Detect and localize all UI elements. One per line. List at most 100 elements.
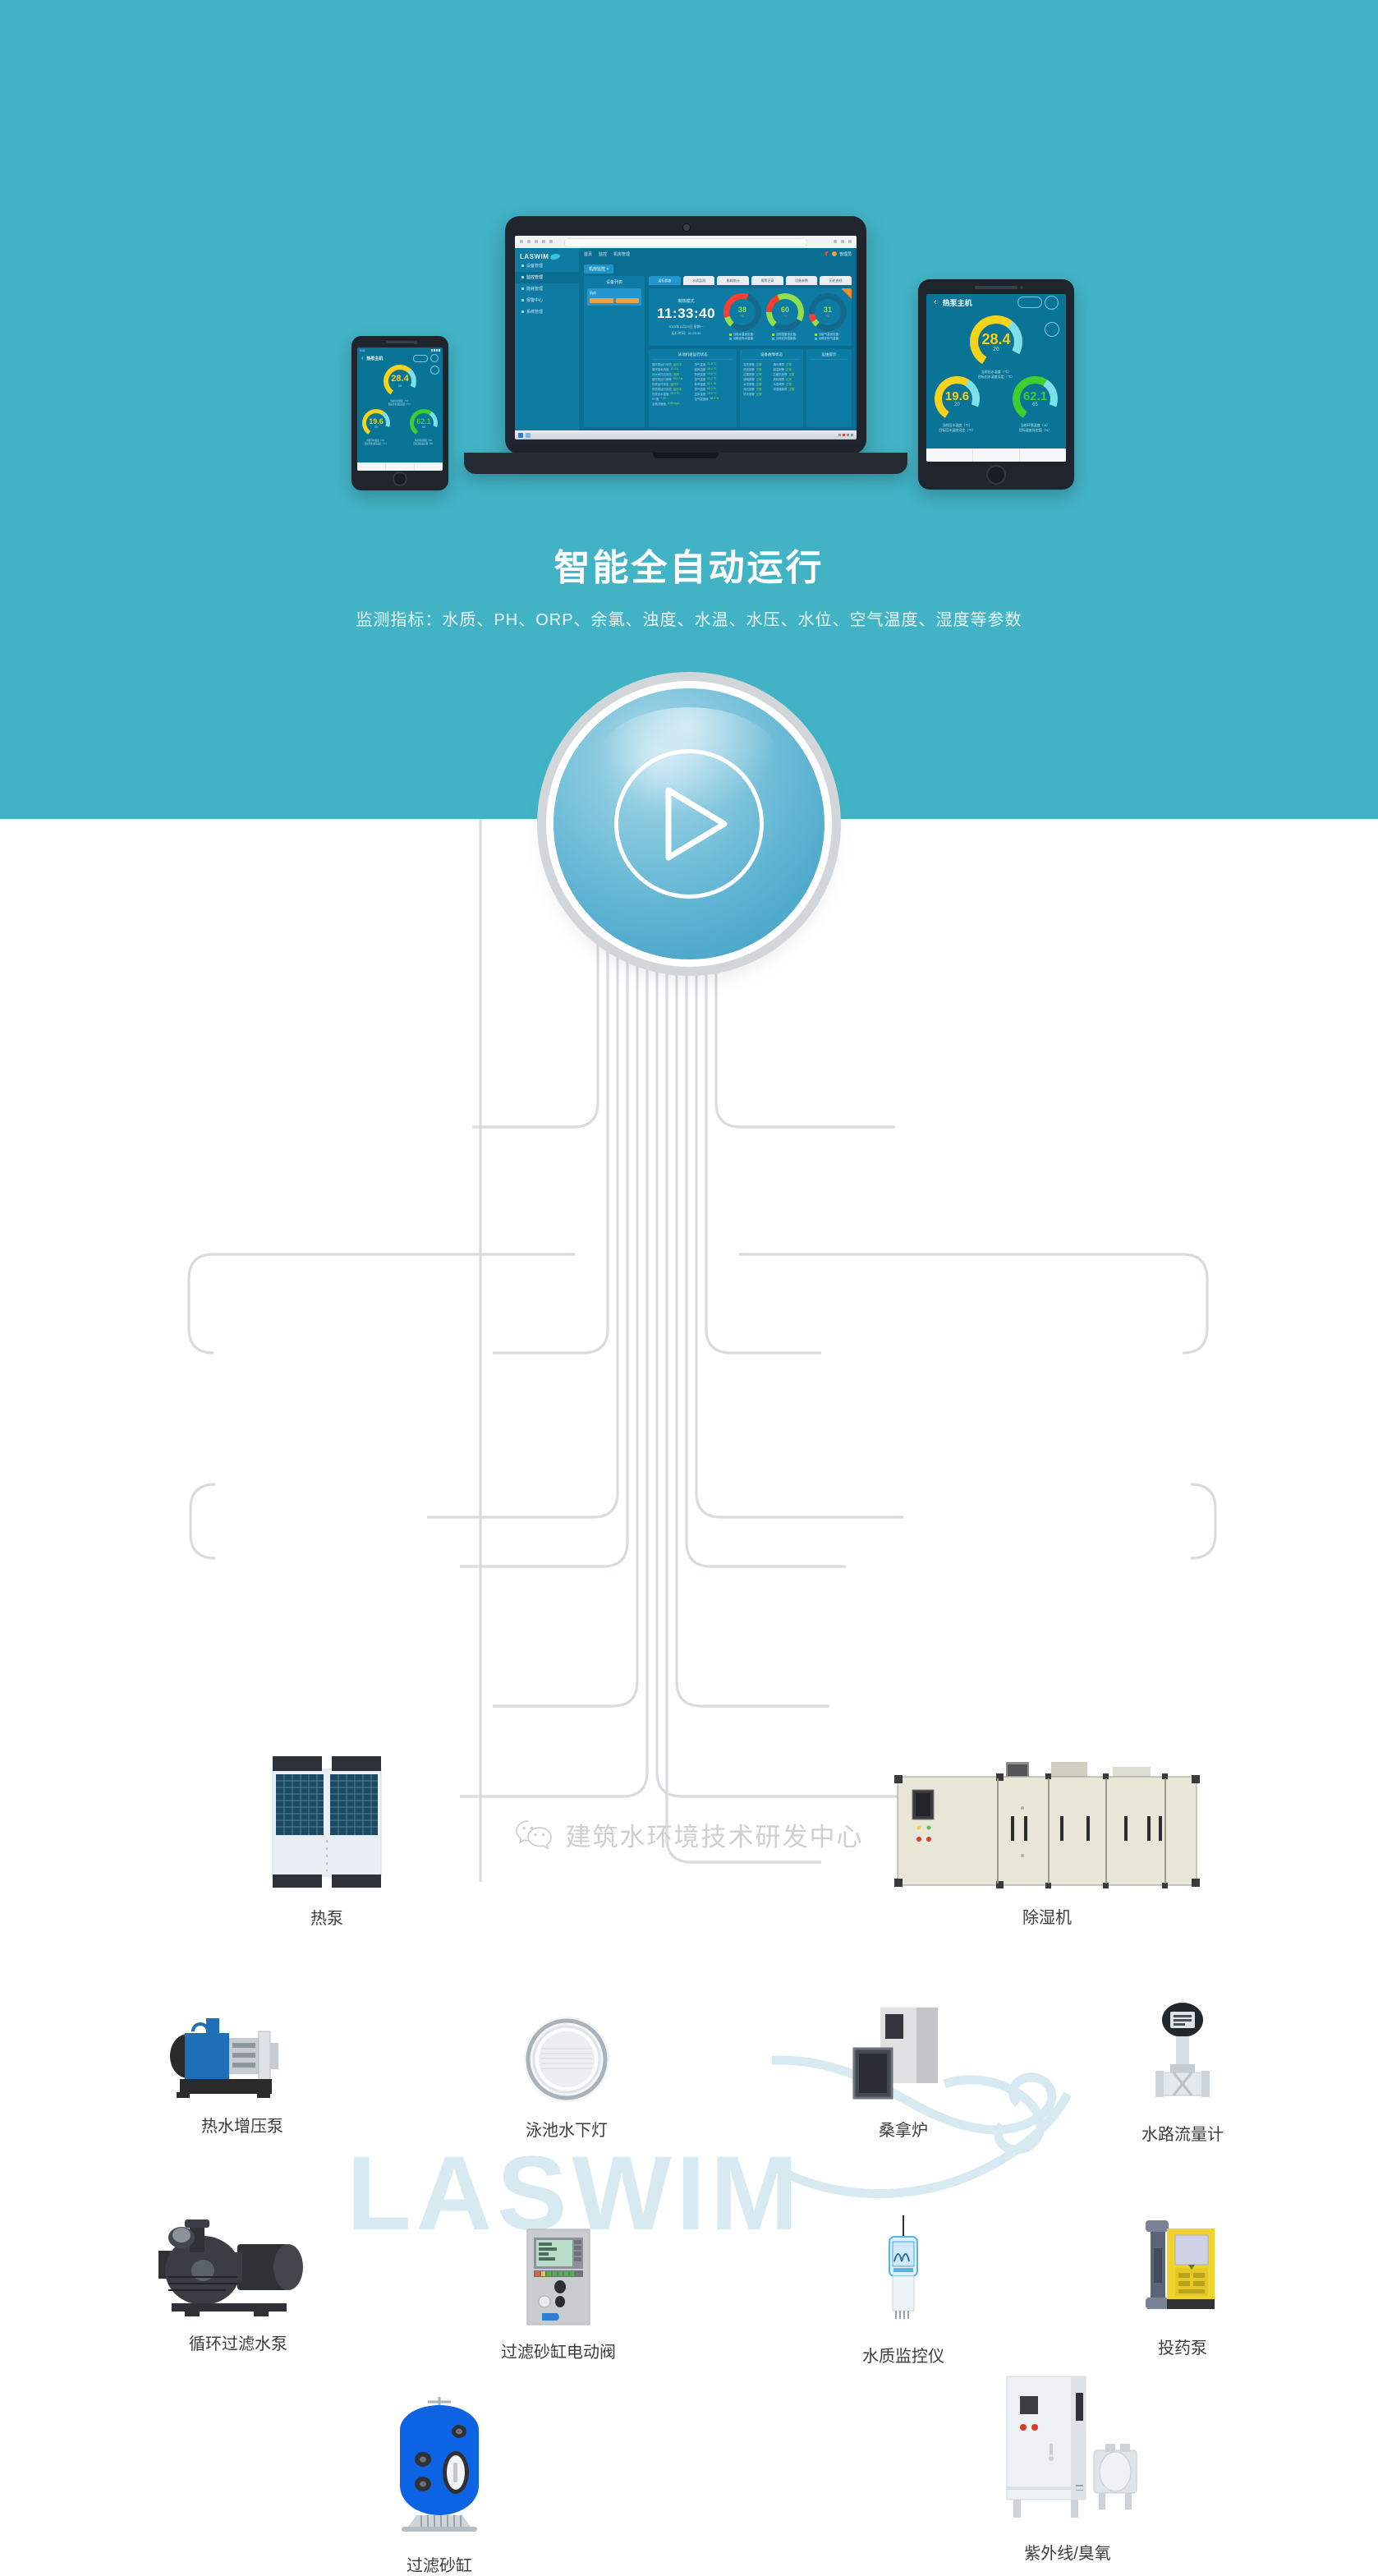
tab-profile[interactable] [1020,448,1066,462]
gauge-value: 38 [737,306,746,314]
webcam-icon [682,223,691,232]
node-booster-pump[interactable]: 热水增压泵 [140,2010,345,2137]
gauge-target: 65 [1032,402,1038,407]
node-label: 循环过滤水泵 [189,2335,287,2353]
page-subtitle: 监测指标：水质、PH、ORP、余氯、浊度、水温、水压、水位、空气温度、湿度等参数 [356,611,1022,629]
equipment-diagram: LASWIM [0,819,1378,2575]
node-sauna-heater[interactable]: 桑拿炉 [821,2006,985,2141]
gauge-legend: 当前湿度设定值： 当前实际湿度值： [766,333,804,341]
gauge-legend: 当前环境湿度（%） 目标湿度设定值（%） [1018,423,1052,432]
tab-home[interactable] [357,462,386,471]
sidebar-item-1[interactable]: 监控管理 [515,272,579,283]
phone-tab-bar[interactable] [357,462,443,471]
gear-icon[interactable] [1045,295,1059,310]
status-time: 9:41 [360,348,365,352]
browser-nav-icons[interactable] [520,240,553,243]
toggle-pill-icon[interactable] [413,354,428,362]
start-icon[interactable] [518,432,523,438]
clock-block: 制热模式 11:33:40 2019年11月25日 星期一 运行时间：01:23… [654,298,719,336]
table-row: 超温报警正常 [773,368,792,371]
laptop-lid: LASWIM 设备管理 监控管理 能耗管理 报警中心 系统管理 首页 监控 机房 [505,216,866,454]
toggle-pill-icon[interactable] [1017,297,1042,308]
tab-profile[interactable] [415,462,443,471]
tab-3[interactable]: 报警记录 [751,276,783,285]
device-card[interactable]: 机房 [587,288,641,306]
phone-nav-bar: ‹ 热泵主机 [926,294,1066,310]
account-menu[interactable]: 管理员 [825,251,852,257]
node-heat-pump[interactable]: 热泵 [220,1753,434,1929]
search-icon[interactable] [1045,322,1059,337]
node-dosing-pump[interactable]: 投药泵 [1100,2215,1265,2358]
wechat-icon [515,1819,552,1850]
tab-device[interactable] [973,448,1020,462]
footer: 建筑水环境技术研发中心 [0,1787,1378,1882]
node-uv-ozone[interactable]: 紫外线/臭氧 [973,2371,1162,2564]
browser-url-bar[interactable] [564,238,807,247]
node-sand-filter-valve[interactable]: 过滤砂缸电动阀 [460,2228,657,2362]
gauge-target: 20 [954,402,960,407]
sidebar-item-4[interactable]: 系统管理 [515,306,579,318]
tab-home[interactable] [926,448,973,462]
back-icon[interactable]: ‹ [934,297,937,307]
table-row: 传感器故障正常 [773,388,795,391]
swoosh-icon [550,254,561,260]
sidebar-item-0[interactable]: 设备管理 [515,260,579,272]
tab-device[interactable] [386,462,415,471]
node-water-monitor[interactable]: 水质监控仪 [821,2215,985,2367]
gauge-unit: ℃ [740,314,745,318]
phone-gauge-1: 19.6 20 当前回水温度（℃） 目标回水温度设定（℃） [362,409,390,445]
table-title: 设备故障状态 [743,352,800,360]
stop-button[interactable] [615,298,639,303]
sand-filter-valve-icon [460,2228,657,2330]
clock-time: 11:33:40 [656,306,716,321]
play-video-button[interactable] [553,688,825,959]
node-label: 过滤砂缸 [407,2557,472,2575]
node-pool-light[interactable]: 泳池水下灯 [476,2014,657,2141]
tab-2[interactable]: 能耗统计 [717,276,750,285]
gauge-unit: % [783,314,787,318]
sidebar-item-3[interactable]: 报警中心 [515,295,579,306]
gear-icon[interactable] [430,354,439,362]
home-button[interactable] [393,472,407,486]
browser-icon[interactable] [526,432,531,438]
system-tray[interactable] [838,434,853,436]
node-filter-pump[interactable]: 循环过滤水泵 [131,2220,345,2354]
laptop-mockup: LASWIM 设备管理 监控管理 能耗管理 报警中心 系统管理 首页 监控 机房 [464,216,907,474]
gauge-target: 26 [397,384,402,388]
gauge-legend: 当前回水温度（℃） 目标回水温度设定（℃） [939,423,976,432]
operating-mode: 制热模式 [678,299,695,304]
play-triangle-icon [665,787,728,861]
tab-5[interactable]: 历史曲线 [820,276,852,285]
open-tab-chip[interactable]: 机房监控 × [584,264,614,274]
gauge-target: 65 [422,425,425,429]
browser-window-controls[interactable] [834,240,852,243]
phone-speaker [975,286,1017,289]
node-sand-filter[interactable]: 过滤砂缸 [337,2392,542,2576]
sidebar-item-2[interactable]: 能耗管理 [515,283,579,295]
tab-1[interactable]: 水质监测 [682,276,715,285]
phone-tab-bar[interactable] [926,448,1066,462]
dashboard-workspace: 设备列表 机房 [579,276,857,430]
breadcrumb-2[interactable]: 机房管理 [613,251,631,257]
device-card-buttons [590,298,639,303]
filter-pump-icon [131,2220,345,2322]
start-button[interactable] [590,298,613,303]
home-button[interactable] [986,465,1006,485]
phone-screen-right: ‹ 热泵主机 28.4 26 [926,294,1066,462]
tab-4[interactable]: 设备参数 [785,276,818,285]
device-list-panel: 设备列表 机房 [584,276,645,427]
phone-speaker [386,341,414,343]
node-dehumidifier[interactable]: 除湿机 [891,1760,1203,1928]
node-flow-meter[interactable]: 水路流量计 [1100,2002,1265,2145]
table-row: 高压报警正常 [743,363,762,366]
search-icon[interactable] [430,366,439,375]
back-icon[interactable]: ‹ [361,355,364,361]
breadcrumb-0[interactable]: 首页 [584,251,593,257]
tab-0[interactable]: 运行状态 [649,276,681,285]
phone-title: 热泵主机 [366,356,384,361]
breadcrumb-1[interactable]: 监控 [599,251,608,257]
